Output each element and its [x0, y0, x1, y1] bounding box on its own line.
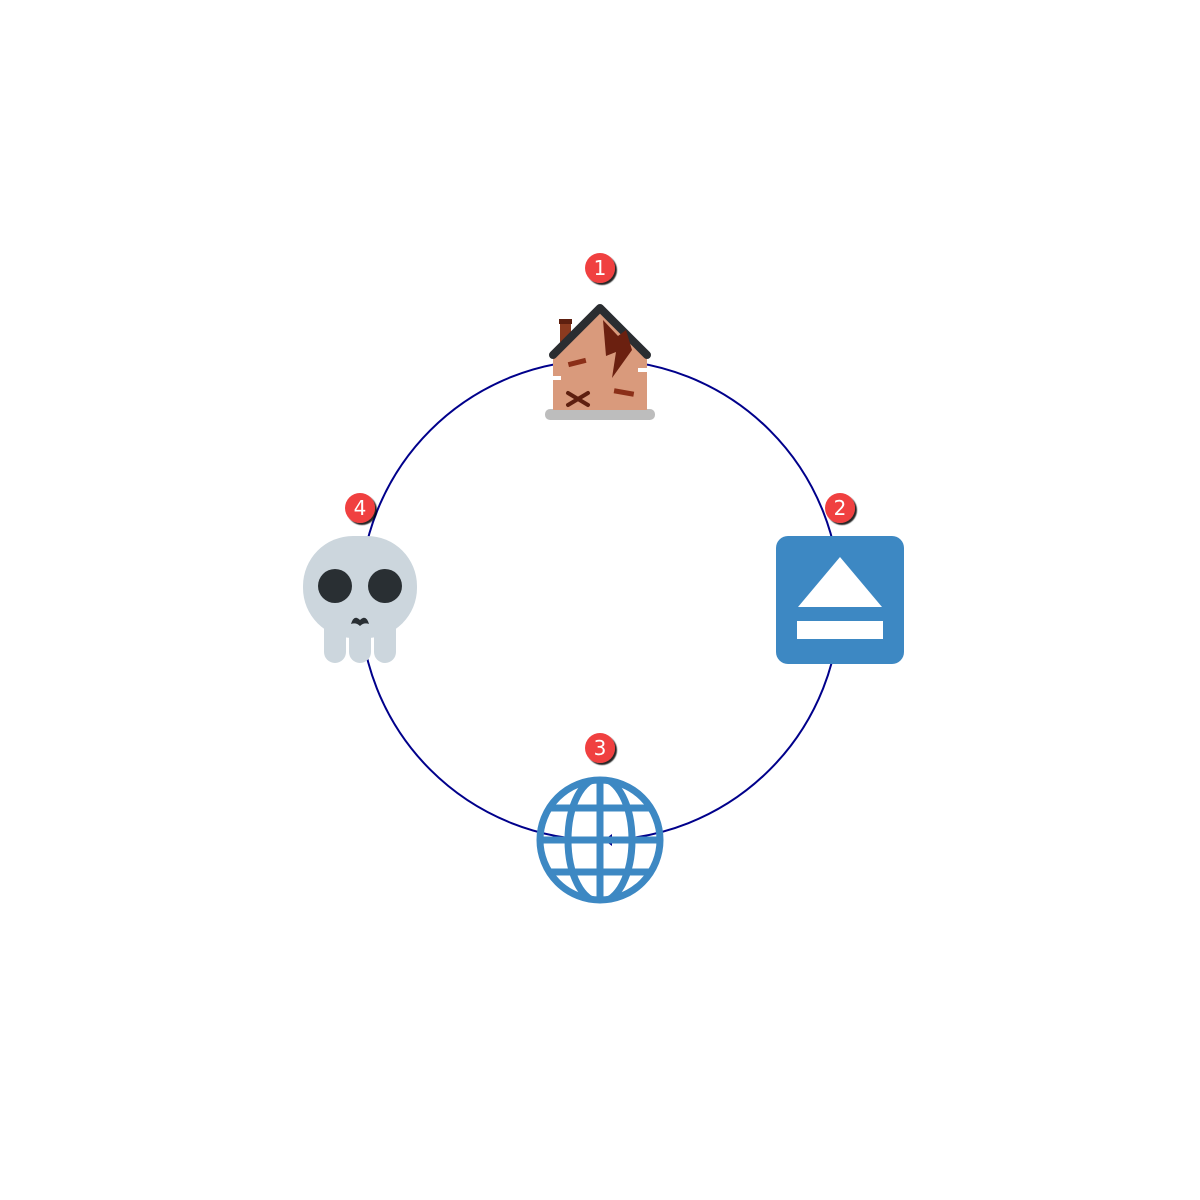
cycle-ring — [359, 359, 841, 841]
eject-button-icon — [776, 536, 904, 664]
node-4-number: 4 — [354, 496, 367, 520]
node-1: 1 — [545, 253, 655, 420]
node-3: 3 — [536, 733, 664, 904]
skull-icon — [303, 536, 417, 663]
node-4-badge: 4 — [345, 493, 375, 523]
derelict-house-icon — [545, 304, 655, 420]
node-1-number: 1 — [594, 256, 607, 280]
node-2: 2 — [776, 493, 904, 664]
node-3-number: 3 — [594, 736, 607, 760]
node-2-badge: 2 — [825, 493, 855, 523]
node-1-badge: 1 — [585, 253, 615, 283]
node-4: 4 — [303, 493, 417, 663]
globe-with-meridians-icon — [536, 776, 664, 904]
node-3-badge: 3 — [585, 733, 615, 763]
node-2-number: 2 — [834, 496, 847, 520]
